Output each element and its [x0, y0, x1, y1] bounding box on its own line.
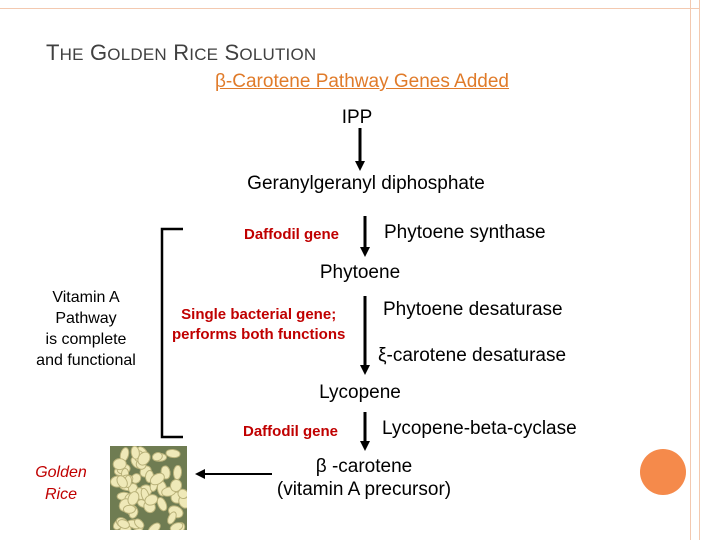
- rice-grain: [165, 448, 182, 459]
- vitamin-a-pathway-label: Vitamin A Pathway is complete and functi…: [36, 289, 136, 369]
- pathway-bracket: [160, 227, 183, 439]
- compound-lycopene: Lycopene: [319, 382, 401, 403]
- slide-title: THE GOLDEN RICE SOLUTION: [46, 40, 317, 65]
- frame-line: [690, 0, 691, 540]
- compound-phytoene: Phytoene: [319, 262, 401, 283]
- gene-daffodil-1: Daffodil gene: [244, 226, 340, 243]
- compound-ipp: IPP: [341, 107, 373, 128]
- decorative-orange-circle: [640, 449, 686, 495]
- gene-bacterial: Single bacterial gene; performs both fun…: [172, 306, 346, 343]
- compound-ggpp: Geranylgeranyl diphosphate: [247, 173, 485, 194]
- enzyme-zeta-carotene-desaturase: ξ-carotene desaturase: [378, 345, 567, 366]
- gene-daffodil-2: Daffodil gene: [243, 423, 339, 440]
- enzyme-phytoene-desaturase: Phytoene desaturase: [383, 299, 563, 320]
- enzyme-lycopene-beta-cyclase: Lycopene-beta-cyclase: [382, 418, 577, 439]
- compound-beta-carotene: β -carotene (vitamin A precursor): [276, 456, 452, 500]
- frame-line: [0, 8, 700, 9]
- golden-rice-image: [110, 446, 187, 530]
- enzyme-phytoene-synthase: Phytoene synthase: [384, 222, 546, 243]
- rice-grain: [146, 520, 163, 530]
- golden-rice-label: Golden Rice: [35, 464, 87, 503]
- subtitle: β-Carotene Pathway Genes Added: [215, 71, 509, 92]
- frame-line: [699, 0, 700, 540]
